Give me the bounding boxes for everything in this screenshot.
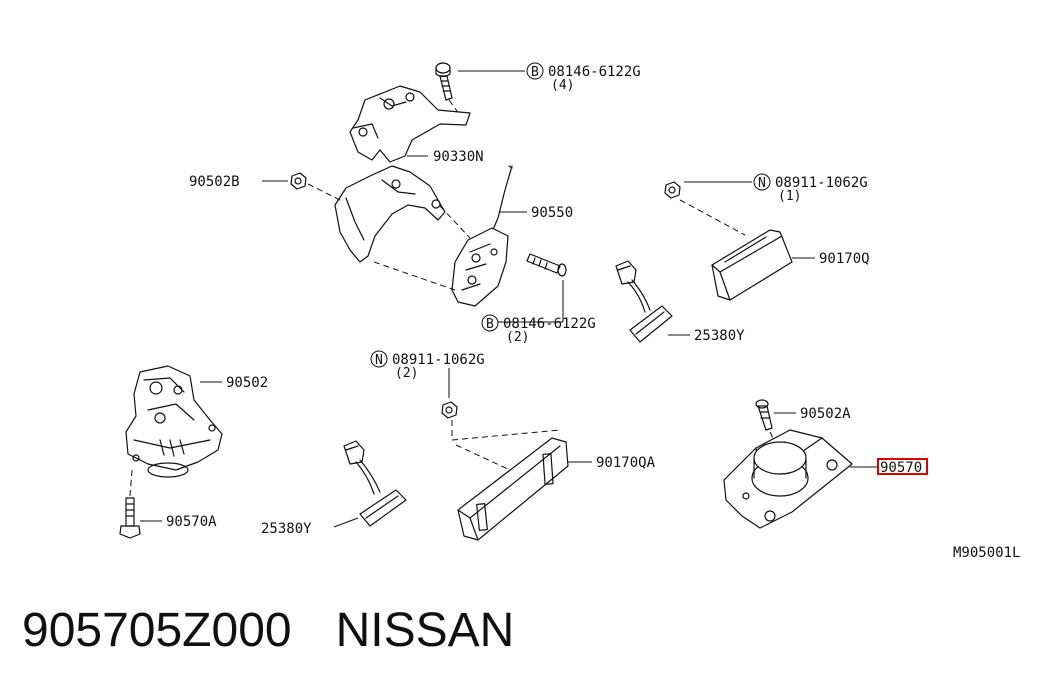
nut-symbol-mid: N: [375, 353, 383, 368]
footer-caption: 905705Z000 NISSAN: [22, 596, 514, 666]
bolt-lock-icon: [119, 497, 141, 539]
nut-mid-icon: [441, 401, 458, 419]
callout-qty-2-bolt: (2): [506, 330, 529, 345]
bolt-symbol-mid: B: [486, 317, 494, 332]
callout-25380Y-left: 25380Y: [261, 521, 312, 537]
cover-right-icon: [711, 229, 793, 301]
bolt-symbol-top: B: [531, 65, 539, 80]
callout-highlight: [877, 458, 928, 475]
striker-icon: [723, 429, 853, 529]
callout-08146-6122G-mid: 08146-6122G: [503, 316, 596, 332]
callout-90170QA: 90170QA: [596, 455, 656, 471]
callout-90502: 90502: [226, 375, 268, 391]
cable-actuator-icon: [451, 165, 513, 307]
callout-90502B: 90502B: [189, 174, 240, 190]
nut-symbol-right: N: [758, 176, 766, 191]
bolt-mid-icon: [526, 253, 567, 277]
callout-25380Y-right: 25380Y: [694, 328, 745, 344]
lock-assembly-icon: [125, 365, 223, 478]
callout-90550: 90550: [531, 205, 573, 221]
callout-90570: 90570: [880, 460, 922, 476]
parts-diagram: B 08146-6122G (4) 90330N 90502B 90550: [119, 62, 1020, 561]
callout-90170Q: 90170Q: [819, 251, 870, 267]
bolt-top-icon: [435, 62, 453, 101]
callout-08146-6122G-top: 08146-6122G: [548, 64, 641, 80]
callout-90570A: 90570A: [166, 514, 217, 530]
switch-left-icon: [343, 440, 407, 527]
callout-08911-1062G-right: 08911-1062G: [775, 175, 868, 191]
cover-center-icon: [457, 437, 569, 541]
bolt-striker-icon: [755, 399, 773, 431]
nut-left-icon: [290, 172, 307, 190]
part-number: 905705Z000: [22, 604, 292, 657]
figure-code: M905001L: [953, 545, 1020, 561]
brand-name: NISSAN: [335, 604, 515, 657]
callout-90330N: 90330N: [433, 149, 484, 165]
callout-qty-2-nut: (2): [395, 366, 418, 381]
nut-right-icon: [664, 181, 681, 199]
callout-qty-1: (1): [778, 189, 801, 204]
callout-90502A: 90502A: [800, 406, 851, 422]
callout-08911-1062G-mid: 08911-1062G: [392, 352, 485, 368]
switch-right-icon: [615, 260, 673, 343]
callout-qty-4: (4): [551, 78, 574, 93]
bracket-icon: [334, 85, 471, 263]
